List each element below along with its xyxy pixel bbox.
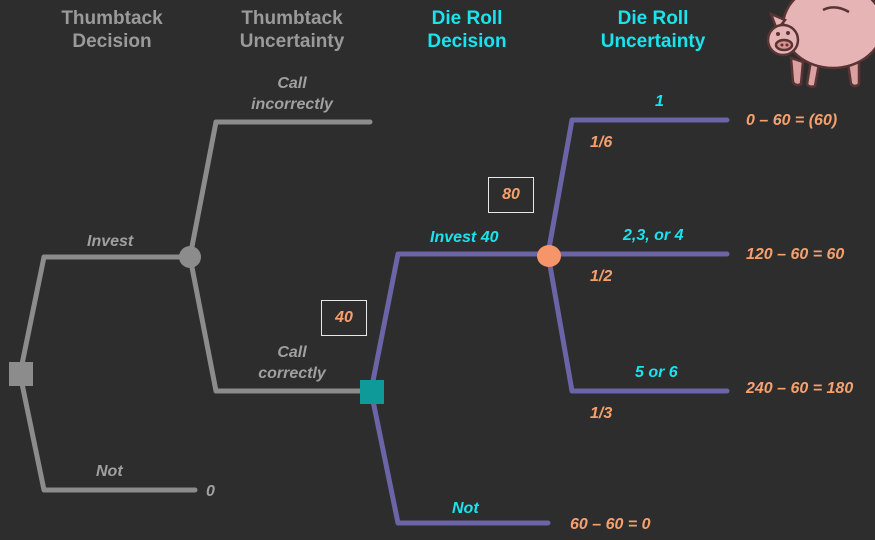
outcome-payoff: 0 – 60 = (60) <box>746 112 838 129</box>
header-die-roll-decision: Die Roll Decision <box>427 8 507 52</box>
outcome-label: 2,3, or 4 <box>623 227 684 244</box>
branch-call-correctly <box>187 254 374 394</box>
outcome-label: 5 or 6 <box>635 364 678 381</box>
piggy-bank-icon <box>766 0 875 88</box>
header-thumbtack-uncertainty: Thumbtack Uncertainty <box>239 8 345 52</box>
outcome-payoff: 120 – 60 = 60 <box>746 246 845 263</box>
payoff-not: 0 <box>206 483 215 500</box>
outcome-payoff: 240 – 60 = 180 <box>746 380 854 397</box>
header-thumbtack-decision: Thumbtack Decision <box>61 8 163 52</box>
outcome-probability: 1/2 <box>590 268 613 285</box>
payoff-die-not: 60 – 60 = 0 <box>570 516 651 533</box>
label-invest: Invest <box>87 233 134 250</box>
branch-invest <box>17 254 193 377</box>
label-die-not: Not <box>452 500 479 517</box>
label-invest-40: Invest 40 <box>430 229 499 246</box>
outcome-probability: 1/6 <box>590 134 613 151</box>
branch-call-incorrectly <box>187 119 373 260</box>
branch-outcome-1 <box>545 117 730 257</box>
die-decision-node <box>360 380 384 404</box>
branch-die-not <box>368 388 551 526</box>
die-uncertainty-value-box: 80 <box>488 177 534 213</box>
thumbtack-chance-node <box>179 246 201 268</box>
die-chance-node <box>537 245 561 267</box>
thumbtack-decision-node <box>9 362 33 386</box>
branch-die-invest <box>368 251 551 394</box>
label-call-incorrectly: Call incorrectly <box>251 75 333 113</box>
outcome-probability: 1/3 <box>590 405 613 422</box>
outcome-label: 1 <box>655 93 664 110</box>
die-decision-value-box: 40 <box>321 300 367 336</box>
header-die-roll-uncertainty: Die Roll Uncertainty <box>600 8 706 52</box>
branch-not <box>17 371 198 493</box>
label-call-correctly: Call correctly <box>258 344 326 382</box>
label-not: Not <box>96 463 123 480</box>
branch-outcome-3 <box>545 251 730 394</box>
